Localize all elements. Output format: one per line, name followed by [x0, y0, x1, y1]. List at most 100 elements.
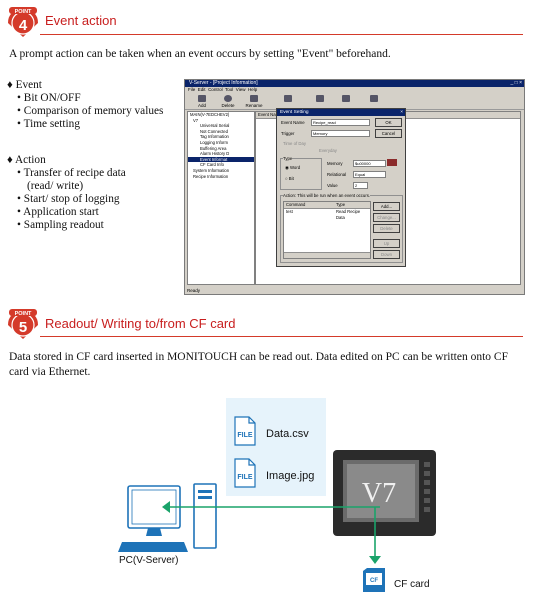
tree-item[interactable]: Recipe Information — [193, 173, 229, 179]
tree-item[interactable]: Logging Inform — [200, 139, 228, 145]
vserver-window: V-Server - [Project Information] _ □ × F… — [184, 79, 525, 295]
event-name-input[interactable]: Recipe_read — [311, 119, 370, 126]
trigger-select[interactable]: Memory — [311, 130, 370, 137]
project-tree: MAIN(V-7EDCHEV2) V7 Universal Serial Not… — [187, 111, 255, 285]
point-4-badge: POINT 4 — [8, 7, 38, 37]
tree-item[interactable]: Tag Information — [200, 134, 229, 140]
file-name-data: Image.jpg — [266, 470, 315, 482]
window-controls[interactable]: _ □ × — [510, 80, 523, 86]
tree-item[interactable]: Not Connected — [200, 128, 228, 134]
change-button[interactable]: Change... — [373, 213, 400, 222]
tree-item[interactable]: MAIN(V-7EDCHEV2) — [190, 112, 230, 117]
table-row[interactable]: test Read Recipe Data — [286, 209, 361, 220]
value-input[interactable]: 2 — [353, 182, 368, 189]
section-title-event-action: Event action — [45, 13, 117, 28]
window-title: V-Server - [Project Information] — [189, 80, 258, 86]
menu-file[interactable]: File — [188, 87, 196, 92]
trigger-label: Trigger — [281, 131, 295, 136]
monitouch-icon: V7 — [333, 450, 436, 536]
menu-view[interactable]: View — [235, 87, 246, 92]
dialog-title: Event Setting — [280, 110, 309, 115]
tree-item[interactable]: V7 — [193, 117, 199, 123]
cf-card-label: CF card — [394, 579, 430, 590]
help-button[interactable] — [363, 94, 385, 108]
up-button[interactable]: Up — [373, 239, 400, 248]
heading-rule — [40, 336, 523, 337]
event-intro-text: A prompt action can be taken when an eve… — [9, 48, 391, 60]
memory-label: Memory — [327, 161, 343, 166]
help-icon — [370, 95, 378, 102]
horizontal-scrollbar[interactable] — [284, 252, 370, 258]
delete-button[interactable]: Delete — [217, 94, 239, 108]
add-button[interactable]: Add — [191, 94, 213, 108]
tool-button[interactable] — [277, 94, 299, 108]
action-item: • Transfer of recipe data — [17, 167, 126, 179]
tree-item[interactable]: Buffering Area — [200, 145, 227, 151]
tree-item[interactable]: CF Card Info — [200, 162, 224, 168]
svg-text:CF: CF — [370, 578, 378, 584]
event-item: • Comparison of memory values — [17, 105, 164, 117]
col-type: Type — [336, 202, 346, 207]
search-button[interactable] — [335, 94, 357, 108]
folder-icon — [316, 95, 324, 102]
bit-radio[interactable]: ○ Bit — [285, 176, 294, 181]
tree-item[interactable]: Universal Serial — [200, 123, 230, 129]
menu-control[interactable]: Control — [208, 87, 223, 92]
delete-action-button[interactable]: Delete — [373, 224, 400, 233]
action-table-header: Command Type — [284, 202, 370, 209]
relational-select[interactable]: Equal — [353, 171, 386, 178]
event-setting-dialog: Event Setting × Event Name Recipe_read O… — [276, 108, 406, 267]
add-action-button[interactable]: Add... — [373, 202, 400, 211]
cf-card-description: Data stored in CF card inserted in MONIT… — [9, 351, 508, 378]
action-list: ♦ Action • Transfer of recipe data (read… — [7, 154, 182, 232]
screen-label: V7 — [362, 478, 396, 509]
value-label: Value — [327, 183, 338, 188]
svg-text:FILE: FILE — [237, 474, 252, 481]
memory-picker-icon[interactable] — [387, 159, 397, 166]
heading-rule — [40, 34, 523, 35]
search-icon — [342, 95, 350, 102]
word-radio[interactable]: ◉ Word — [285, 165, 301, 170]
cf-card-icon: CF — [363, 568, 385, 592]
col-command: Command — [286, 202, 306, 207]
event-item: • Bit ON/OFF — [17, 92, 81, 104]
status-bar: Ready — [187, 288, 201, 293]
event-item: • Time setting — [17, 118, 80, 130]
folder-button[interactable] — [309, 94, 331, 108]
file-icon: FILE — [234, 458, 256, 488]
event-header: ♦ Event — [7, 79, 42, 91]
action-item: • Sampling readout — [17, 219, 104, 231]
everyday-checkbox[interactable]: Everyday — [319, 148, 337, 153]
action-label: Action: This will be run when an event o… — [283, 193, 371, 198]
rename-button[interactable]: Rename — [243, 94, 265, 108]
type-group — [280, 158, 322, 190]
menu-tool[interactable]: Tool — [225, 87, 234, 92]
tree-item[interactable]: System Information — [193, 167, 230, 173]
action-header: ♦ Action — [7, 154, 46, 166]
menu-help[interactable]: Help — [247, 87, 258, 92]
pc-icon — [118, 483, 217, 552]
badge-label: POINT — [15, 9, 32, 15]
badge-number: 4 — [19, 17, 28, 34]
action-table: Command Type test Read Recipe Data — [283, 201, 371, 259]
window-titlebar: V-Server - [Project Information] _ □ × — [185, 80, 524, 87]
section-title-cf-card: Readout/ Writing to/from CF card — [45, 316, 236, 331]
event-name-label: Event Name — [281, 120, 305, 125]
event-list: ♦ Event • Bit ON/OFF • Comparison of mem… — [7, 79, 182, 131]
relational-label: Relational — [327, 172, 347, 177]
tree-item[interactable]: Alarm History D — [200, 151, 230, 157]
menu-edit[interactable]: Edit — [197, 87, 206, 92]
close-icon[interactable]: × — [400, 110, 403, 115]
cancel-button[interactable]: Cancel — [375, 129, 402, 138]
tool-icon — [284, 95, 292, 102]
ok-button[interactable]: OK — [375, 118, 402, 127]
point-5-badge: POINT 5 — [8, 309, 38, 339]
down-button[interactable]: Down — [373, 250, 400, 259]
add-icon — [198, 95, 206, 102]
delete-icon — [224, 95, 232, 102]
memory-input[interactable]: $u00000 — [353, 160, 386, 167]
pc-label: PC(V-Server) — [119, 555, 179, 566]
tree-item-selected[interactable]: Event Informat — [188, 156, 254, 163]
type-label: Type — [283, 156, 293, 161]
